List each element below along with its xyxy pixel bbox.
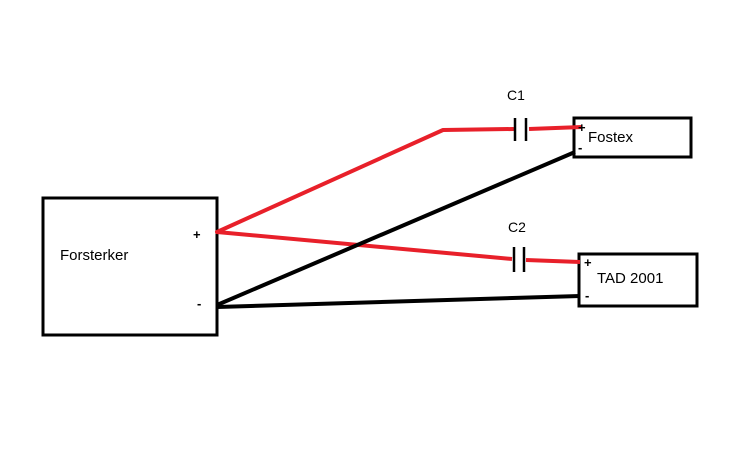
positive-wire-tad-after-c2 bbox=[525, 258, 581, 264]
tad2001-minus-terminal: - bbox=[585, 288, 590, 303]
negative-wire-fostex bbox=[216, 150, 576, 307]
amplifier-minus-terminal: - bbox=[197, 296, 202, 311]
amplifier-box bbox=[41, 196, 219, 337]
tad2001-plus-terminal: + bbox=[584, 255, 592, 270]
positive-wire-fostex bbox=[215, 127, 515, 234]
c1-label: C1 bbox=[507, 87, 525, 103]
negative-wire-tad bbox=[216, 294, 581, 309]
c2-label: C2 bbox=[508, 219, 526, 235]
fostex-minus-terminal: - bbox=[578, 140, 583, 155]
positive-wire-fostex-after-c1 bbox=[528, 125, 583, 131]
tad2001-box bbox=[577, 252, 699, 308]
tad2001-label: TAD 2001 bbox=[597, 270, 664, 287]
amplifier-label: Forsterker bbox=[60, 247, 129, 264]
positive-wire-tad bbox=[216, 230, 513, 261]
fostex-box bbox=[572, 116, 693, 159]
amplifier-plus-terminal: + bbox=[193, 227, 201, 242]
fostex-plus-terminal: + bbox=[578, 120, 586, 135]
fostex-label: Fostex bbox=[588, 129, 634, 146]
